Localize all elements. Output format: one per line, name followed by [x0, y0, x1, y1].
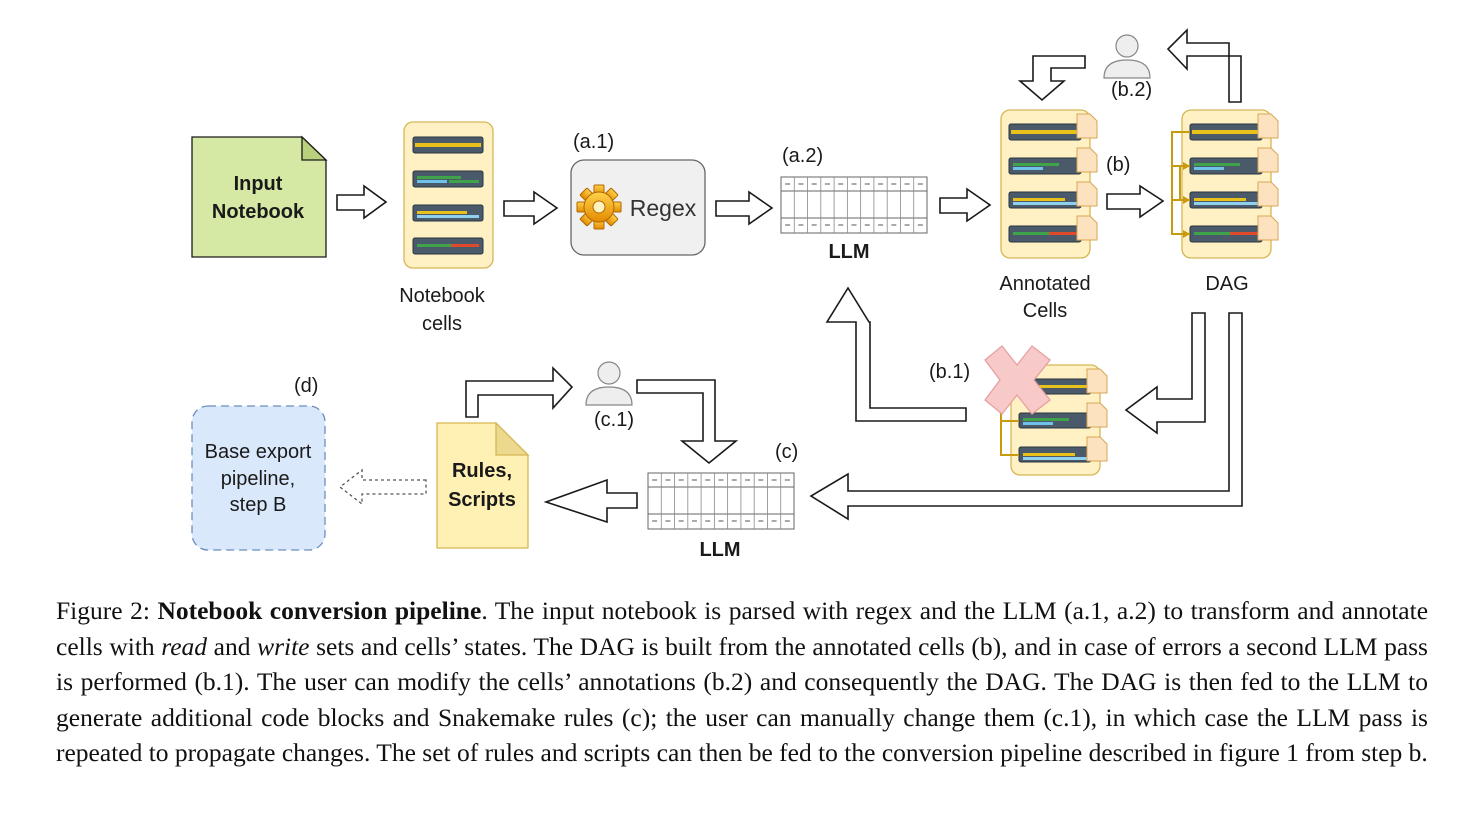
rules-line1: Rules, — [452, 460, 512, 482]
caption-title: Notebook conversion pipeline — [157, 596, 482, 625]
arrow-regex-to-llm — [715, 190, 774, 226]
base-tag: (d) — [294, 375, 318, 397]
notebook-cells-line1: Notebook — [399, 285, 486, 307]
arrow-annotated-to-dag — [1106, 184, 1165, 219]
arrow-dag-to-user — [1166, 28, 1242, 103]
error-cells-node — [984, 345, 1108, 476]
error-b1-tag: (b.1) — [929, 361, 970, 383]
transformer-layers-icon — [647, 472, 795, 530]
annotated-cells-node: Annotated Cells — [999, 109, 1098, 322]
llm-node-c: (c) LLM — [647, 441, 798, 561]
user-icon — [1103, 34, 1151, 79]
regex-node: (a.1) Regex — [570, 131, 706, 256]
notebook-cells-line2: cells — [422, 313, 462, 335]
arrow-cells-to-regex — [503, 190, 559, 226]
arrow-user-to-annotated — [1017, 55, 1086, 102]
notebook-cells-node: Notebook cells — [399, 121, 494, 335]
dag-label: DAG — [1205, 273, 1248, 295]
caption-text-3: sets and cells’ states. The DAG is built… — [56, 631, 1428, 768]
input-notebook-line1: Input — [234, 173, 283, 195]
user-c1-tag: (c.1) — [594, 409, 634, 431]
caption-prefix: Figure 2: — [56, 596, 158, 625]
base-export-node: (d) Base export pipeline, step B — [191, 375, 326, 551]
dag-node: DAG — [1171, 109, 1279, 295]
llm-a2-label: LLM — [828, 241, 869, 263]
arrow-input-to-cells — [336, 184, 388, 220]
transformer-layers-icon — [780, 176, 928, 234]
annotated-cells-line1: Annotated — [999, 273, 1090, 295]
regex-label: Regex — [630, 195, 697, 221]
llm-c-tag: (c) — [775, 441, 798, 463]
arrow-error-to-llm — [825, 286, 967, 422]
annotated-cells-line2: Cells — [1023, 300, 1067, 322]
llm-a2-tag: (a.2) — [782, 145, 823, 167]
arrow-llm2-to-rules — [543, 478, 638, 524]
base-line1: Base export — [205, 441, 312, 463]
arrow-rules-to-base — [338, 468, 427, 506]
cross-icon — [984, 345, 1051, 415]
dag-build-tag: (b) — [1106, 154, 1130, 176]
caption-write: write — [257, 631, 310, 661]
user-b2-tag: (b.2) — [1111, 79, 1152, 101]
regex-tag: (a.1) — [573, 131, 614, 153]
caption-text-2: and — [207, 631, 258, 661]
user-icon — [585, 361, 633, 406]
rules-scripts-node: Rules, Scripts — [436, 421, 530, 549]
rules-line2: Scripts — [448, 489, 516, 511]
arrow-rules-to-user — [465, 366, 574, 418]
llm-node-a2: (a.2) LLM — [780, 145, 928, 263]
input-notebook-node: Input Notebook — [191, 135, 328, 258]
gear-icon — [576, 184, 622, 230]
input-notebook-line2: Notebook — [212, 201, 305, 223]
caption-text-1: . The input notebook is parsed with rege… — [56, 596, 1429, 661]
caption-read: read — [161, 631, 208, 661]
base-line3: step B — [230, 494, 287, 516]
arrow-dag-to-llm2 — [809, 312, 1243, 521]
pipeline-diagram: Input Notebook Notebook cells — [191, 28, 1279, 561]
figure-caption: Figure 2: Notebook conversion pipeline. … — [56, 593, 1428, 771]
llm-c-label: LLM — [699, 539, 740, 561]
arrow-llm-to-annotated — [939, 187, 992, 223]
arrow-user-to-llm2 — [636, 379, 739, 465]
base-line2: pipeline, — [221, 468, 296, 490]
arrow-dag-to-error — [1124, 312, 1206, 435]
